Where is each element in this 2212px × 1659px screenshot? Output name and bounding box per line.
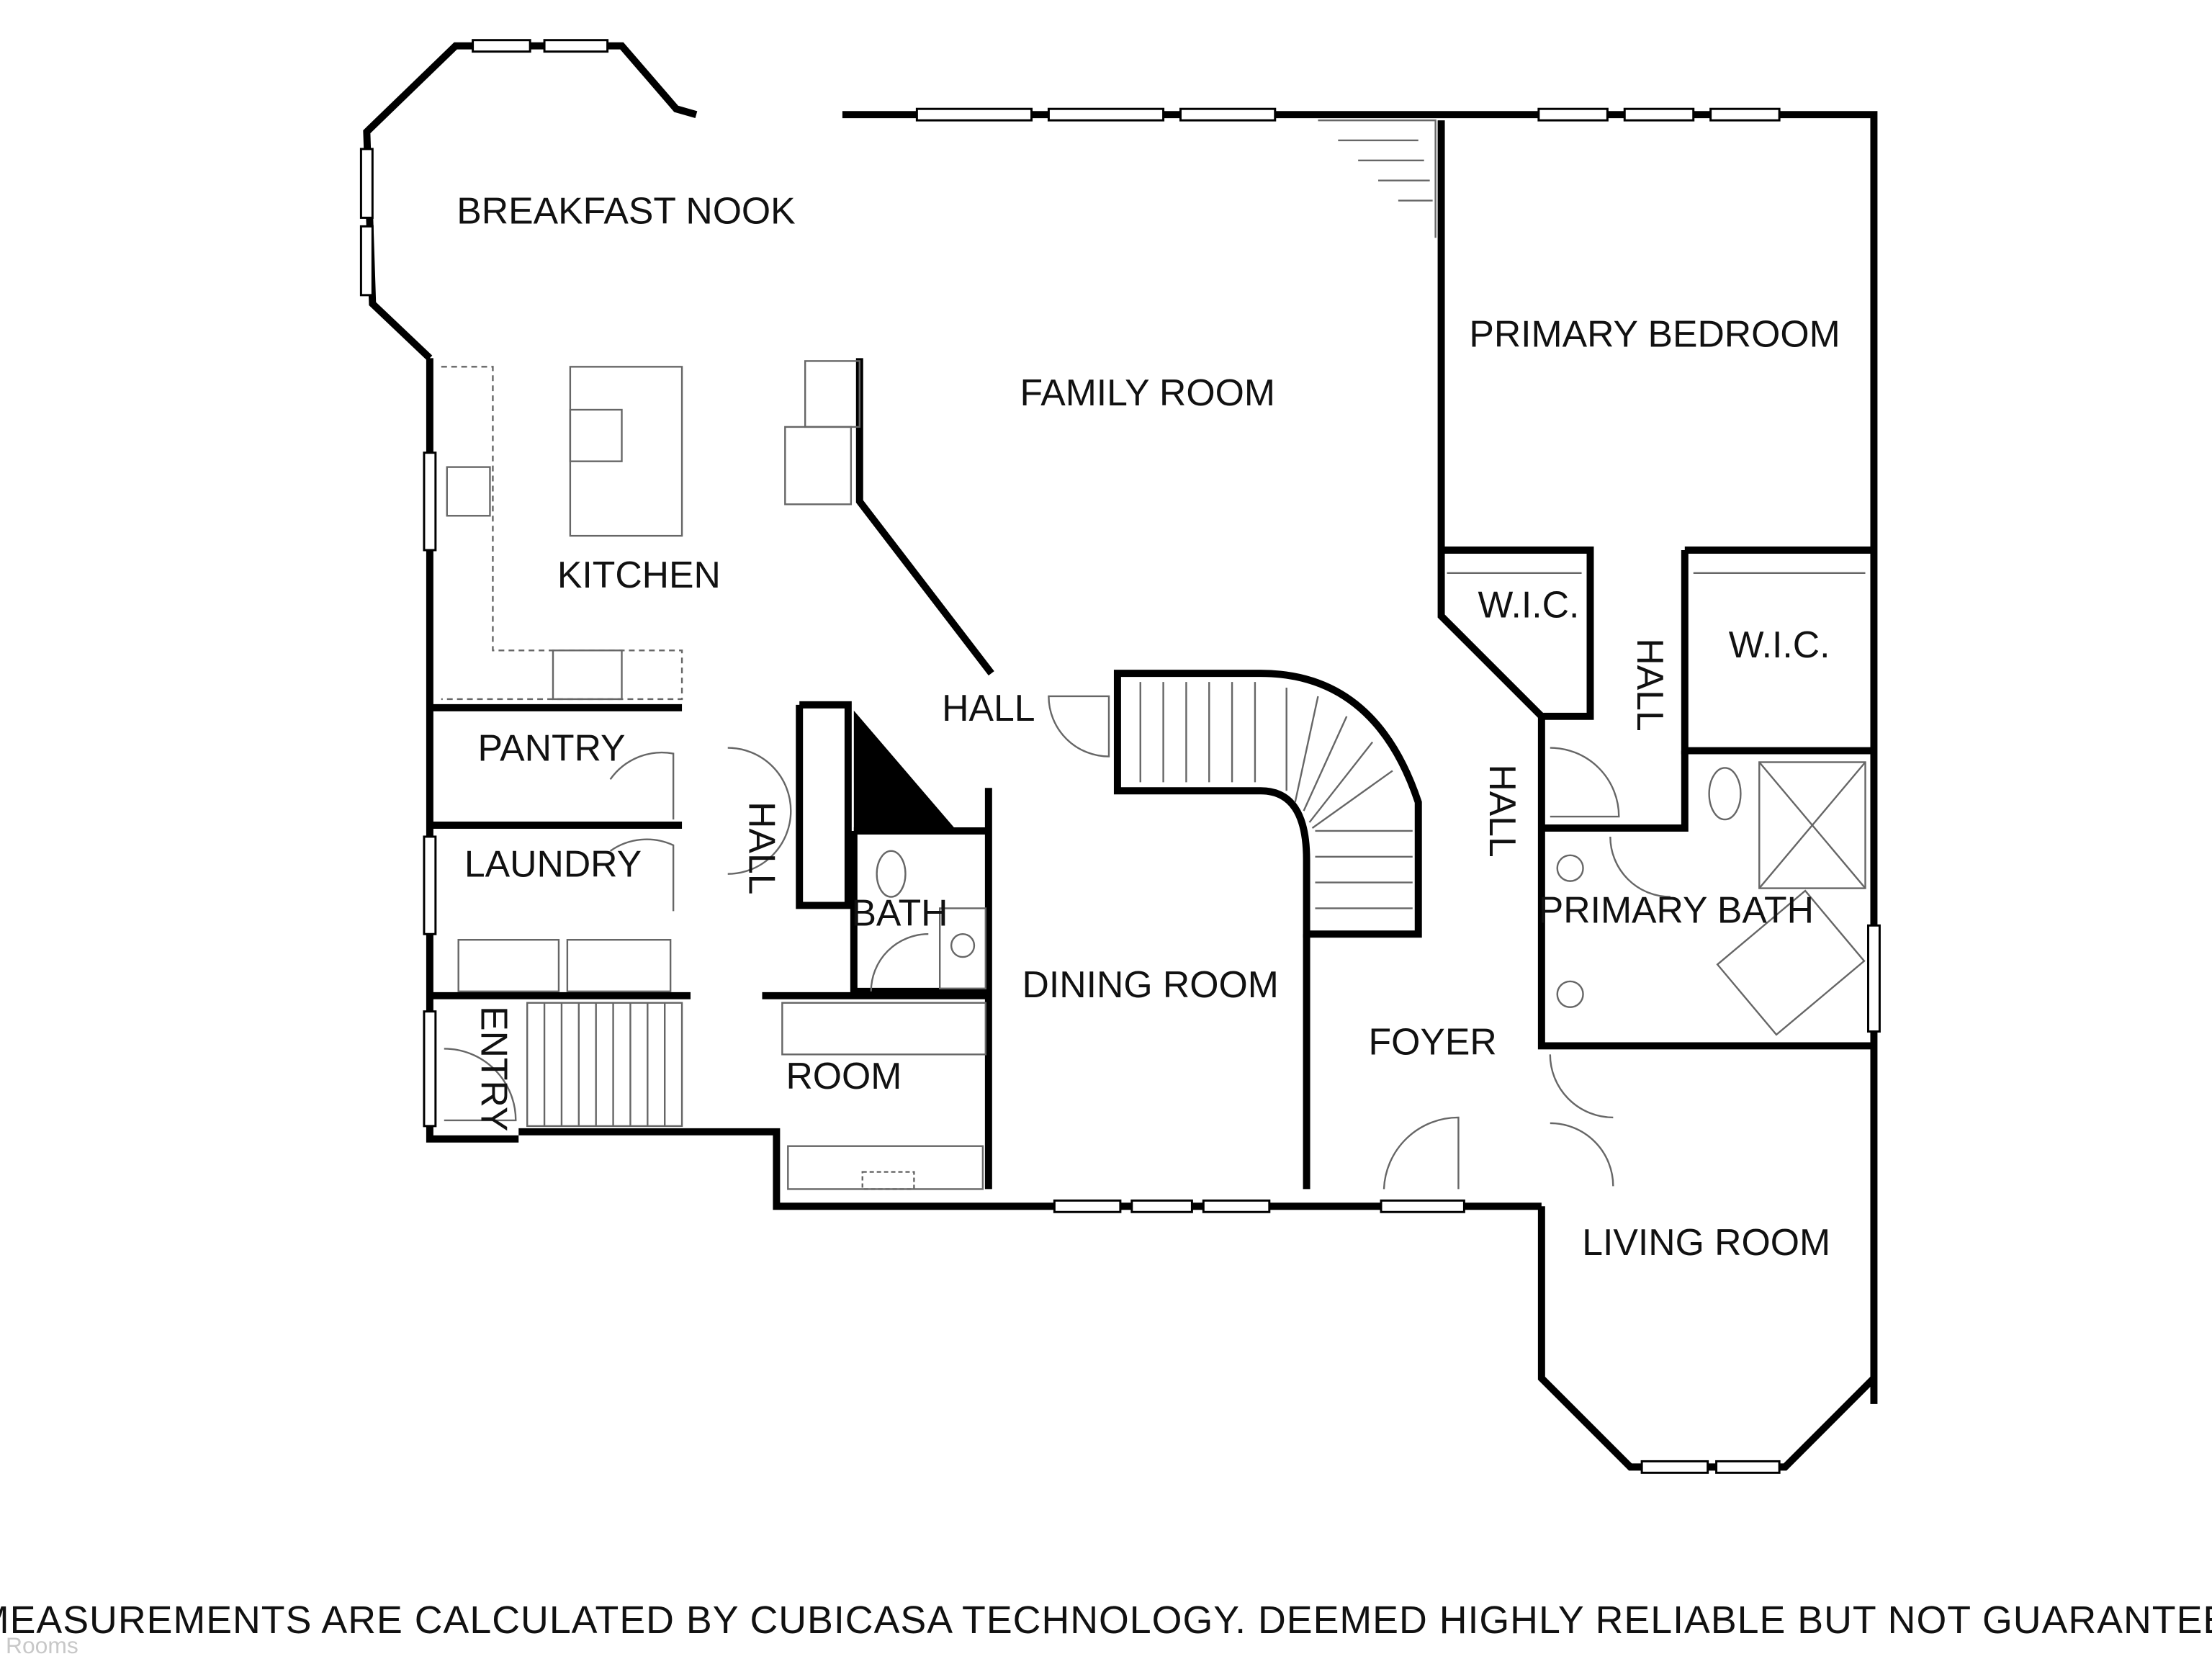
room-label-hall-vertical-right: HALL (1482, 764, 1524, 857)
room-label-bath: BATH (851, 891, 948, 933)
room-label-kitchen: KITCHEN (557, 554, 721, 595)
room-label-primary-bath: PRIMARY BATH (1539, 889, 1814, 930)
room-label-family-room: FAMILY ROOM (1020, 372, 1274, 413)
room-label-living-room: LIVING ROOM (1582, 1221, 1830, 1263)
room-label-room: ROOM (786, 1055, 902, 1097)
room-label-hall-vertical-left: HALL (742, 801, 783, 894)
disclaimer-text: MEASUREMENTS ARE CALCULATED BY CUBICASA … (0, 1599, 2212, 1642)
windows (359, 39, 1881, 1474)
room-label-pantry: PANTRY (478, 727, 626, 768)
fixtures (441, 119, 1866, 1190)
room-label-primary-bedroom: PRIMARY BEDROOM (1469, 313, 1840, 354)
room-label-wic-left: W.I.C. (1478, 584, 1580, 626)
watermark-logo: Rooms (6, 1632, 78, 1658)
room-label-foyer: FOYER (1369, 1020, 1497, 1062)
room-label-wic-right: W.I.C. (1729, 624, 1830, 665)
room-label-dining-room: DINING ROOM (1022, 963, 1279, 1005)
pantry-closet-fill (853, 710, 958, 831)
room-label-hall-center: HALL (942, 687, 1035, 729)
room-label-breakfast-nook: BREAKFAST NOOK (457, 189, 795, 231)
room-label-entry: ENTRY (474, 1006, 516, 1131)
room-label-laundry: LAUNDRY (464, 843, 642, 885)
room-label-hall-between-wic: HALL (1629, 638, 1671, 731)
